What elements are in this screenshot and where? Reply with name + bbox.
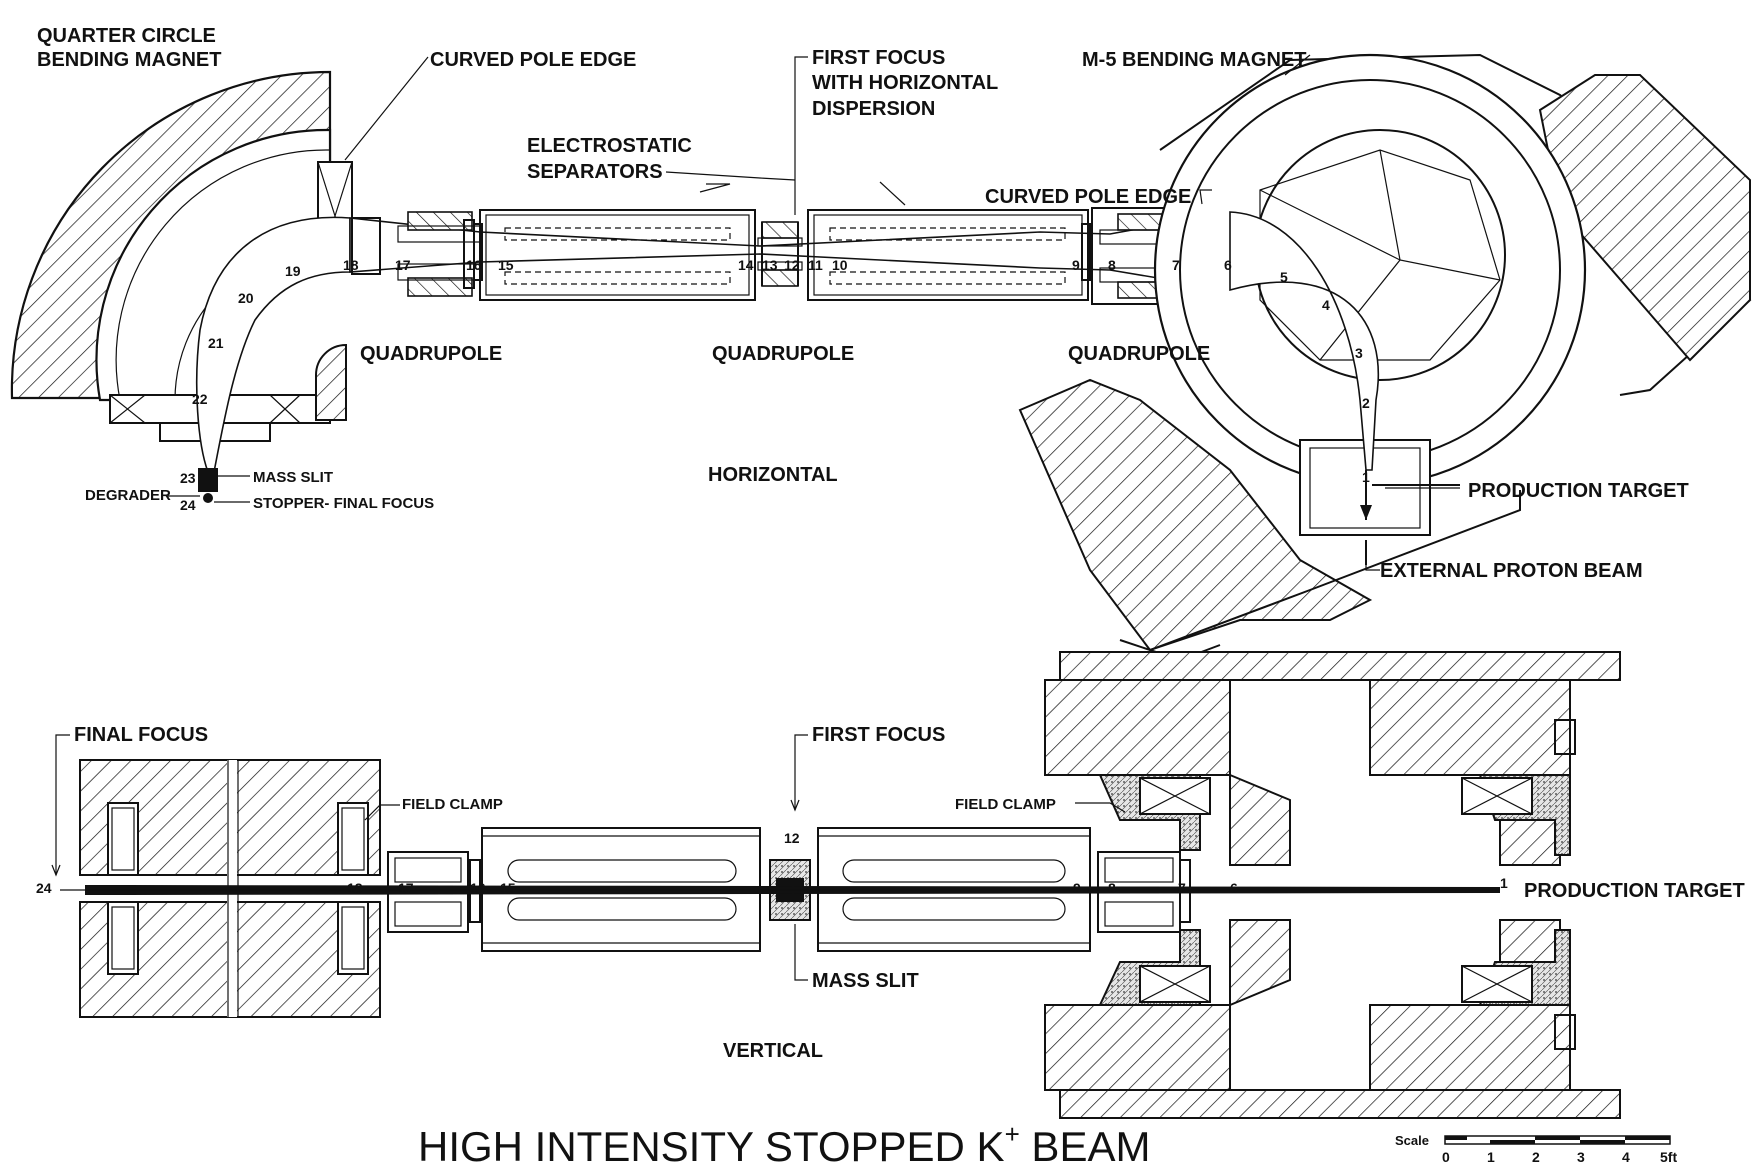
h-station-13: 13 bbox=[762, 257, 778, 273]
h-station-3: 3 bbox=[1355, 345, 1363, 361]
scale-tick-3: 3 bbox=[1577, 1149, 1585, 1165]
h-station-7: 7 bbox=[1172, 257, 1180, 273]
v-station-24: 24 bbox=[36, 880, 52, 896]
scale-tick-0: 0 bbox=[1442, 1149, 1450, 1165]
separator-2 bbox=[807, 209, 1091, 301]
v-station-1: 1 bbox=[1500, 875, 1508, 891]
horizontal-view: 1 2 3 4 5 6 7 8 9 10 11 12 13 14 15 16 1… bbox=[10, 25, 1752, 662]
h-station-23: 23 bbox=[180, 470, 196, 486]
return-yoke-corner bbox=[315, 343, 347, 421]
scale-bar: Scale 0 1 2 3 4 5ft bbox=[1395, 1133, 1677, 1165]
vertical-station-numbers: 24 18 17 16 15 12 9 8 7 6 1 bbox=[36, 830, 1508, 896]
label-separators-2: SEPARATORS bbox=[527, 161, 663, 183]
scale-label: Scale bbox=[1395, 1133, 1429, 1148]
h-station-17: 17 bbox=[395, 257, 411, 273]
horizontal-leaders bbox=[168, 54, 1460, 571]
v-station-8: 8 bbox=[1108, 880, 1116, 896]
label-final-focus: FINAL FOCUS bbox=[74, 724, 208, 746]
label-curved-pole-edge-right: CURVED POLE EDGE bbox=[985, 186, 1191, 208]
label-mass-slit-v: MASS SLIT bbox=[812, 970, 919, 992]
label-first-focus-2: WITH HORIZONTAL bbox=[812, 72, 998, 94]
h-station-14: 14 bbox=[738, 257, 754, 273]
label-first-focus-1: FIRST FOCUS bbox=[812, 47, 945, 69]
v-station-17: 17 bbox=[398, 880, 414, 896]
h-station-10: 10 bbox=[832, 257, 848, 273]
h-station-2: 2 bbox=[1362, 395, 1370, 411]
m5-hatched-yoke-lower bbox=[1018, 378, 1373, 652]
h-station-11: 11 bbox=[808, 257, 823, 273]
h-station-12: 12 bbox=[784, 257, 800, 273]
label-quadrupole-left: QUADRUPOLE bbox=[360, 343, 502, 365]
h-station-1: 1 bbox=[1362, 469, 1370, 485]
quadrupole-center bbox=[757, 221, 803, 287]
h-station-21: 21 bbox=[208, 335, 224, 351]
label-degrader: DEGRADER bbox=[85, 487, 171, 504]
h-station-18: 18 bbox=[343, 257, 359, 273]
m5-bending-magnet bbox=[1018, 53, 1752, 662]
label-vertical-view: VERTICAL bbox=[723, 1040, 823, 1062]
label-production-target-h: PRODUCTION TARGET bbox=[1468, 480, 1689, 502]
label-first-focus-v: FIRST FOCUS bbox=[812, 724, 945, 746]
label-production-target-v: PRODUCTION TARGET bbox=[1524, 880, 1745, 902]
label-mass-slit-h: MASS SLIT bbox=[253, 469, 333, 486]
h-station-24: 24 bbox=[180, 497, 196, 513]
diagram-title: HIGH INTENSITY STOPPED K+ BEAM bbox=[418, 1119, 1150, 1168]
h-station-8: 8 bbox=[1108, 257, 1116, 273]
label-field-clamp-right: FIELD CLAMP bbox=[955, 796, 1056, 813]
vertical-view: 24 18 17 16 15 12 9 8 7 6 1 FINAL FOCUS … bbox=[36, 651, 1745, 1119]
label-quadrupole-mid: QUADRUPOLE bbox=[712, 343, 854, 365]
separator-1 bbox=[473, 209, 756, 301]
label-m5-magnet: M-5 BENDING MAGNET bbox=[1082, 49, 1306, 71]
label-separators-1: ELECTROSTATIC bbox=[527, 135, 692, 157]
v-station-16: 16 bbox=[470, 880, 486, 896]
h-station-16: 16 bbox=[466, 257, 482, 273]
h-station-15: 15 bbox=[498, 257, 514, 273]
label-horizontal-view: HORIZONTAL bbox=[708, 464, 838, 486]
h-station-20: 20 bbox=[238, 290, 254, 306]
v-m5-magnet bbox=[1044, 651, 1621, 1119]
v-station-12: 12 bbox=[784, 830, 800, 846]
v-station-7: 7 bbox=[1178, 880, 1186, 896]
h-station-9: 9 bbox=[1072, 257, 1080, 273]
label-quarter-circle-1: QUARTER CIRCLE bbox=[37, 25, 216, 47]
label-external-proton-beam: EXTERNAL PROTON BEAM bbox=[1380, 560, 1643, 582]
scale-tick-1: 1 bbox=[1487, 1149, 1495, 1165]
label-curved-pole-edge-left: CURVED POLE EDGE bbox=[430, 49, 636, 71]
h-station-6: 6 bbox=[1224, 257, 1232, 273]
label-quarter-circle-2: BENDING MAGNET bbox=[37, 49, 221, 71]
vertical-leaders bbox=[51, 734, 1126, 981]
scale-tick-4: 4 bbox=[1622, 1149, 1630, 1165]
h-station-22: 22 bbox=[192, 391, 208, 407]
horizontal-station-numbers: 1 2 3 4 5 6 7 8 9 10 11 12 13 14 15 16 1… bbox=[180, 257, 1370, 513]
label-field-clamp-left: FIELD CLAMP bbox=[402, 796, 503, 813]
v-station-15: 15 bbox=[500, 880, 516, 896]
h-station-4: 4 bbox=[1322, 297, 1330, 313]
h-station-5: 5 bbox=[1280, 269, 1288, 285]
v-station-6: 6 bbox=[1230, 880, 1238, 896]
v-station-18: 18 bbox=[347, 880, 363, 896]
h-station-19: 19 bbox=[285, 263, 301, 279]
scale-tick-2: 2 bbox=[1532, 1149, 1540, 1165]
scale-tick-5: 5ft bbox=[1660, 1149, 1677, 1165]
label-stopper: STOPPER- FINAL FOCUS bbox=[253, 495, 434, 512]
label-first-focus-3: DISPERSION bbox=[812, 98, 935, 120]
label-quadrupole-right: QUADRUPOLE bbox=[1068, 343, 1210, 365]
v-station-9: 9 bbox=[1073, 880, 1081, 896]
